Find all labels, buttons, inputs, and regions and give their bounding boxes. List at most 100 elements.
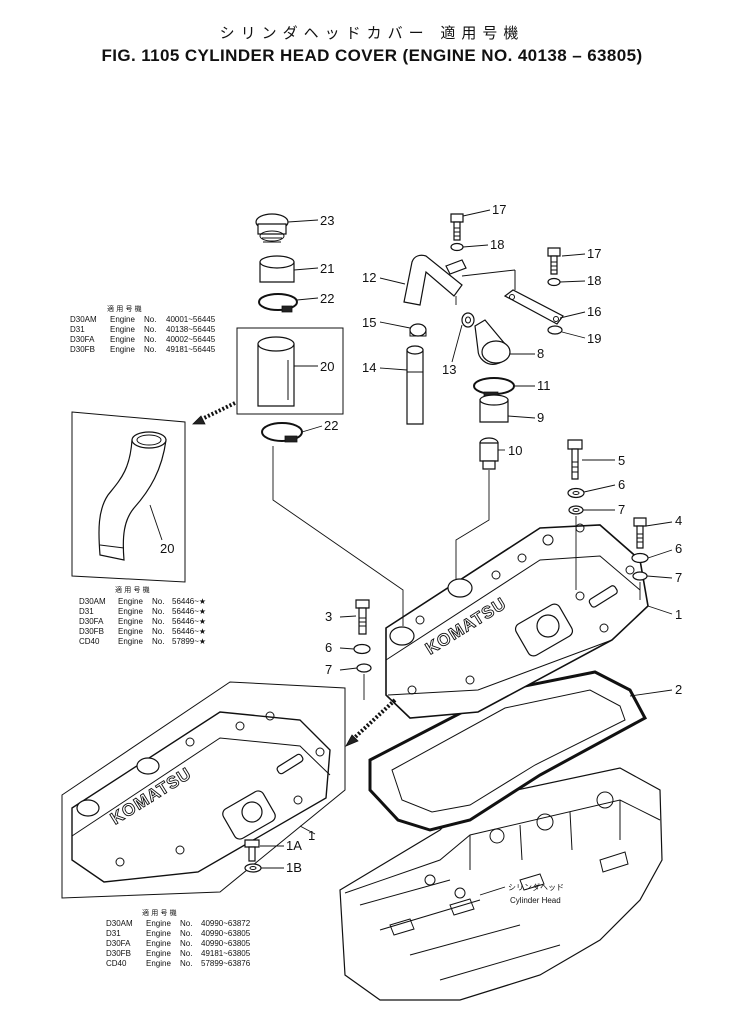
- svg-text:No.: No.: [152, 607, 164, 616]
- svg-text:D31: D31: [79, 607, 94, 616]
- svg-text:No.: No.: [180, 929, 192, 938]
- table-row: D30FA Engine No. 40002~56445: [70, 335, 216, 344]
- table-row: D31 Engine No. 56446~★: [79, 607, 206, 616]
- callout-9: 9: [537, 410, 544, 425]
- hose-9: [479, 394, 509, 423]
- table-row: D30FA Engine No. 40990~63805: [106, 939, 251, 948]
- callout-16: 16: [587, 304, 601, 319]
- svg-text:Engine: Engine: [118, 607, 143, 616]
- svg-text:56446~★: 56446~★: [172, 627, 206, 636]
- svg-text:Engine: Engine: [110, 325, 135, 334]
- washer-6-c: [353, 643, 371, 655]
- svg-text:D30FA: D30FA: [106, 939, 131, 948]
- callout-7-c: 7: [325, 662, 332, 677]
- japanese-title: シリンダヘッドカバー 適用号機: [219, 24, 525, 42]
- callout-2: 2: [675, 682, 682, 697]
- table-row: D31 Engine No. 40138~56445: [70, 325, 216, 334]
- svg-text:Engine: Engine: [110, 345, 135, 354]
- cylinder-head-label-jp: シリンダヘッド: [508, 882, 564, 892]
- callout-numbers: 23 21 22 20 22 20 17 18 17 18 16 19 12 1…: [160, 202, 682, 875]
- clamp-22-upper: [258, 293, 298, 313]
- svg-text:40990~63805: 40990~63805: [201, 939, 251, 948]
- svg-text:Engine: Engine: [110, 335, 135, 344]
- bolt-5: [567, 439, 583, 480]
- svg-text:No.: No.: [180, 939, 192, 948]
- callout-8: 8: [537, 346, 544, 361]
- table-row: CD40 Engine No. 57899~★: [79, 637, 206, 646]
- svg-text:No.: No.: [152, 627, 164, 636]
- svg-text:Engine: Engine: [118, 637, 143, 646]
- applicability-table-3: 適 用 号 機 D30AM Engine No. 40990~63872 D31…: [106, 908, 251, 968]
- svg-text:56446~★: 56446~★: [172, 607, 206, 616]
- svg-text:No.: No.: [152, 597, 164, 606]
- detail-arrow-upper: [192, 401, 236, 425]
- table-row: D30AM Engine No. 40001~56445: [70, 315, 216, 324]
- svg-text:Engine: Engine: [118, 597, 143, 606]
- bracket-16: [503, 289, 564, 325]
- hose-20-box: [236, 327, 344, 415]
- detail-arrow-lower: [345, 698, 397, 747]
- callout-1a: 1A: [286, 838, 302, 853]
- svg-text:CD40: CD40: [106, 959, 127, 968]
- breather-8: [474, 319, 511, 365]
- callout-11: 11: [537, 378, 551, 393]
- clamp-22-lower: [261, 422, 303, 443]
- callout-17-b: 17: [587, 246, 601, 261]
- callout-18-b: 18: [587, 273, 601, 288]
- svg-text:49181~63805: 49181~63805: [201, 949, 251, 958]
- svg-text:57899~63876: 57899~63876: [201, 959, 251, 968]
- assembly-lines: [272, 296, 641, 700]
- washer-7-b: [632, 571, 648, 581]
- callout-1: 1: [675, 607, 682, 622]
- figure-title: FIG. 1105 CYLINDER HEAD COVER (ENGINE NO…: [101, 46, 643, 65]
- callout-7-a: 7: [618, 502, 625, 517]
- svg-text:D30FB: D30FB: [70, 345, 95, 354]
- washer-19: [547, 325, 563, 335]
- table-row: D30FB Engine No. 56446~★: [79, 627, 206, 636]
- callout-22-lower: 22: [324, 418, 338, 433]
- applicability-table-2: 適 用 号 機 D30AM Engine No. 56446~★ D31 Eng…: [79, 585, 206, 646]
- svg-text:57899~★: 57899~★: [172, 637, 206, 646]
- cylinder-head-label-en: Cylinder Head: [510, 896, 561, 905]
- svg-text:Engine: Engine: [110, 315, 135, 324]
- svg-text:Engine: Engine: [146, 919, 171, 928]
- svg-text:56446~★: 56446~★: [172, 617, 206, 626]
- tube-12: [403, 254, 463, 306]
- washer-7-a: [568, 505, 584, 515]
- bolt-17-b: [547, 247, 561, 275]
- callout-13: 13: [442, 362, 456, 377]
- svg-text:D30FB: D30FB: [79, 627, 104, 636]
- svg-text:40990~63805: 40990~63805: [201, 929, 251, 938]
- cylinder-head-label: シリンダヘッド Cylinder Head: [479, 882, 564, 905]
- gasket-drawing: [368, 670, 648, 832]
- svg-text:No.: No.: [144, 345, 156, 354]
- filler-cap-23: [255, 213, 289, 243]
- callout-5: 5: [618, 453, 625, 468]
- svg-text:No.: No.: [180, 959, 192, 968]
- svg-text:D30FA: D30FA: [70, 335, 95, 344]
- svg-text:Engine: Engine: [146, 959, 171, 968]
- callout-4: 4: [675, 513, 682, 528]
- leader-lines: [149, 209, 673, 869]
- svg-text:Engine: Engine: [118, 627, 143, 636]
- table-row: D31 Engine No. 40990~63805: [106, 929, 251, 938]
- callout-17-a: 17: [492, 202, 506, 217]
- washer-18-a: [450, 242, 464, 252]
- callout-3: 3: [325, 609, 332, 624]
- callout-20-detail: 20: [160, 541, 174, 556]
- bracket-joint: [445, 259, 516, 290]
- svg-text:Engine: Engine: [146, 939, 171, 948]
- svg-text:D30FB: D30FB: [106, 949, 131, 958]
- callout-19: 19: [587, 331, 601, 346]
- callout-6-a: 6: [618, 477, 625, 492]
- svg-text:40990~63872: 40990~63872: [201, 919, 251, 928]
- callout-18-a: 18: [490, 237, 504, 252]
- callout-1b: 1B: [286, 860, 302, 875]
- callout-6-b: 6: [675, 541, 682, 556]
- adapter-10: [479, 437, 499, 470]
- svg-text:56446~★: 56446~★: [172, 597, 206, 606]
- callout-6-c: 6: [325, 640, 332, 655]
- svg-text:40138~56445: 40138~56445: [166, 325, 216, 334]
- svg-text:D30AM: D30AM: [106, 919, 133, 928]
- detail-box-hose: [71, 411, 186, 583]
